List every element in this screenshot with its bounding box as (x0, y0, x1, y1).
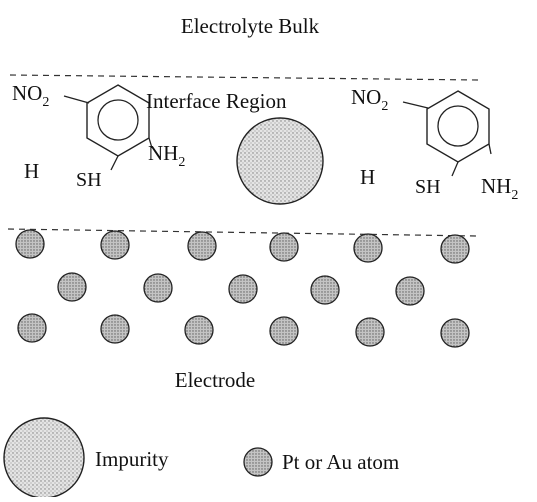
metal-atom (57, 272, 87, 302)
left-no2-bond (63, 95, 90, 104)
right-no2-label: NO2 (351, 85, 388, 114)
metal-atom (100, 230, 130, 260)
electrode-atom-row-1 (15, 229, 470, 264)
upper-interface-boundary (9, 74, 479, 81)
right-sh-bond (451, 161, 459, 177)
left-nh2-bond (148, 137, 153, 149)
impurity-particle (236, 117, 324, 205)
right-h-label: H (360, 165, 375, 189)
metal-atom (187, 231, 217, 261)
metal-atom (228, 274, 258, 304)
metal-atom (15, 229, 45, 259)
interface-region-label: Interface Region (146, 89, 287, 113)
left-no2-label: NO2 (12, 81, 49, 110)
metal-atom (17, 313, 47, 343)
left-sh-label: SH (76, 169, 102, 191)
electrolyte-bulk-label: Electrolyte Bulk (181, 14, 320, 38)
right-no2-bond (402, 101, 429, 109)
electrode-atom-row-2 (57, 272, 425, 306)
metal-atom (440, 318, 470, 348)
metal-atom (100, 314, 130, 344)
metal-atom (269, 232, 299, 262)
electrode-surface-boundary (7, 228, 479, 237)
left-aromatic-circle (97, 99, 139, 141)
electrode-atom-row-3 (17, 313, 470, 348)
right-nh2-label: NH2 (481, 174, 518, 203)
metal-atom (143, 273, 173, 303)
metal-atom (440, 234, 470, 264)
right-nitrothiophenol-molecule: NO2 NH2 SH H (351, 85, 518, 203)
right-aromatic-circle (437, 105, 479, 147)
metal-atom (355, 317, 385, 347)
left-nh2-label: NH2 (148, 141, 185, 170)
electrode-label: Electrode (175, 368, 255, 392)
left-nitrothiophenol-molecule: NO2 NH2 SH H (12, 81, 185, 191)
legend: Impurity Pt or Au atom (3, 417, 399, 499)
metal-atom (184, 315, 214, 345)
left-benzene-ring (86, 84, 150, 157)
legend-impurity-label: Impurity (95, 447, 169, 471)
left-h-label: H (24, 159, 39, 183)
right-nh2-bond (488, 143, 492, 155)
left-sh-bond (110, 155, 119, 171)
metal-atom (395, 276, 425, 306)
legend-atom-swatch (243, 447, 273, 477)
legend-impurity-swatch (3, 417, 85, 499)
metal-atom (353, 233, 383, 263)
right-benzene-ring (426, 90, 490, 163)
metal-atom (269, 316, 299, 346)
right-sh-label: SH (415, 176, 441, 198)
legend-atom-label: Pt or Au atom (282, 450, 399, 474)
metal-atom (310, 275, 340, 305)
